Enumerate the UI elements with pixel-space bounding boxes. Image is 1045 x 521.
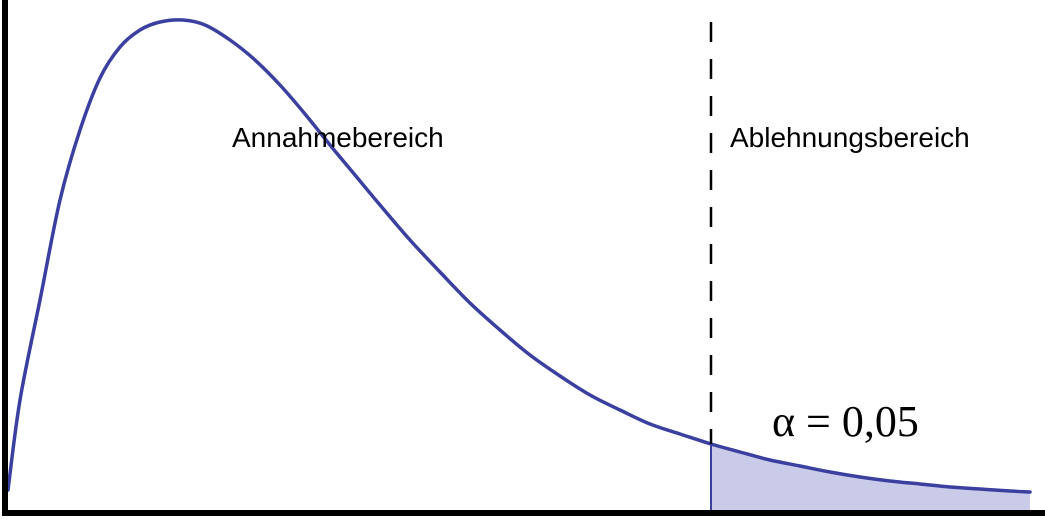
rejection-region-area [711, 444, 1030, 511]
acceptance-region-label: Annahmebereich [232, 122, 444, 153]
density-curve [6, 18, 1032, 494]
rejection-region-label: Ablehnungsbereich [730, 122, 970, 153]
alpha-label: α = 0,05 [772, 397, 919, 446]
